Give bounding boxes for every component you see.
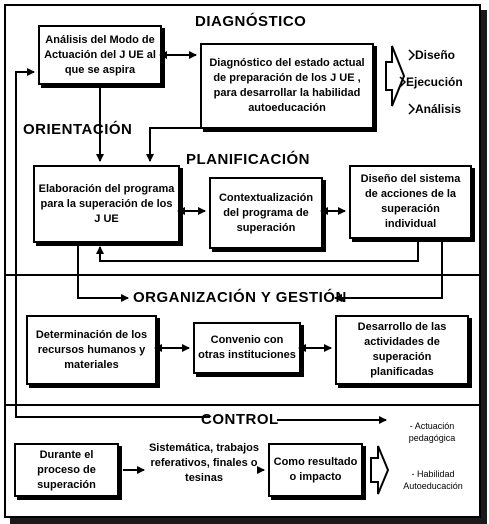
durante-proceso-box: Durante el proceso de superación [14, 443, 119, 497]
bullet-ejecucion-icon [399, 76, 407, 88]
bullet-diseno-icon [408, 49, 416, 61]
desarrollo-actividades-box: Desarrollo de las actividades de superac… [335, 315, 469, 385]
block-arrow-control-outcomes [370, 445, 390, 495]
section-divider-control [6, 404, 479, 406]
section-title-orientacion: ORIENTACIÓN [23, 121, 133, 138]
arrow-diagnostico-planificacion [146, 127, 200, 162]
determinacion-recursos-box: Determinación de los recursos humanos y … [26, 315, 157, 385]
bullet-analisis-icon [408, 103, 416, 115]
outcome-habilidad-autoeducacion: - Habilidad Autoeducación [403, 469, 463, 491]
diseno-sistema-acciones-box: Diseño del sistema de acciones de la sup… [349, 165, 472, 239]
section-title-control: CONTROL [201, 411, 279, 428]
output-analisis: Análisis [415, 102, 462, 116]
section-title-diagnostico: DIAGNÓSTICO [195, 13, 307, 30]
arrow-diseno-organizacion [334, 242, 443, 302]
output-ejecucion: Ejecución [406, 75, 463, 89]
como-resultado-box: Como resultado o impacto [268, 443, 363, 497]
block-arrow-diagnostico-outputs [385, 45, 406, 107]
arrow-feedback-loop [15, 68, 210, 418]
output-diseno: Diseño [415, 48, 456, 62]
elaboracion-programa-box: Elaboración del programa para la superac… [33, 165, 180, 243]
section-title-organizacion: ORGANIZACIÓN Y GESTIÓN [133, 289, 347, 306]
section-title-planificacion: PLANIFICACIÓN [186, 151, 310, 168]
arrow-planificacion-organizacion [77, 246, 129, 302]
arrow-diseno-elaboracion [96, 242, 419, 262]
convenio-instituciones-box: Convenio con otras instituciones [193, 322, 301, 374]
control-evaluation-types-text: Sistemática, trabajos referativos, final… [148, 442, 260, 484]
analisis-modo-actuacion-box: Análisis del Modo de Actuación del J UE … [38, 25, 162, 85]
contextualizacion-programa-box: Contextualización del programa de supera… [209, 177, 323, 249]
outcome-actuacion-pedagogica: - Actuación pedagógica [408, 421, 456, 443]
diagnostico-estado-actual-box: Diagnóstico del estado actual de prepara… [200, 43, 374, 129]
section-divider-organizacion [6, 274, 479, 276]
